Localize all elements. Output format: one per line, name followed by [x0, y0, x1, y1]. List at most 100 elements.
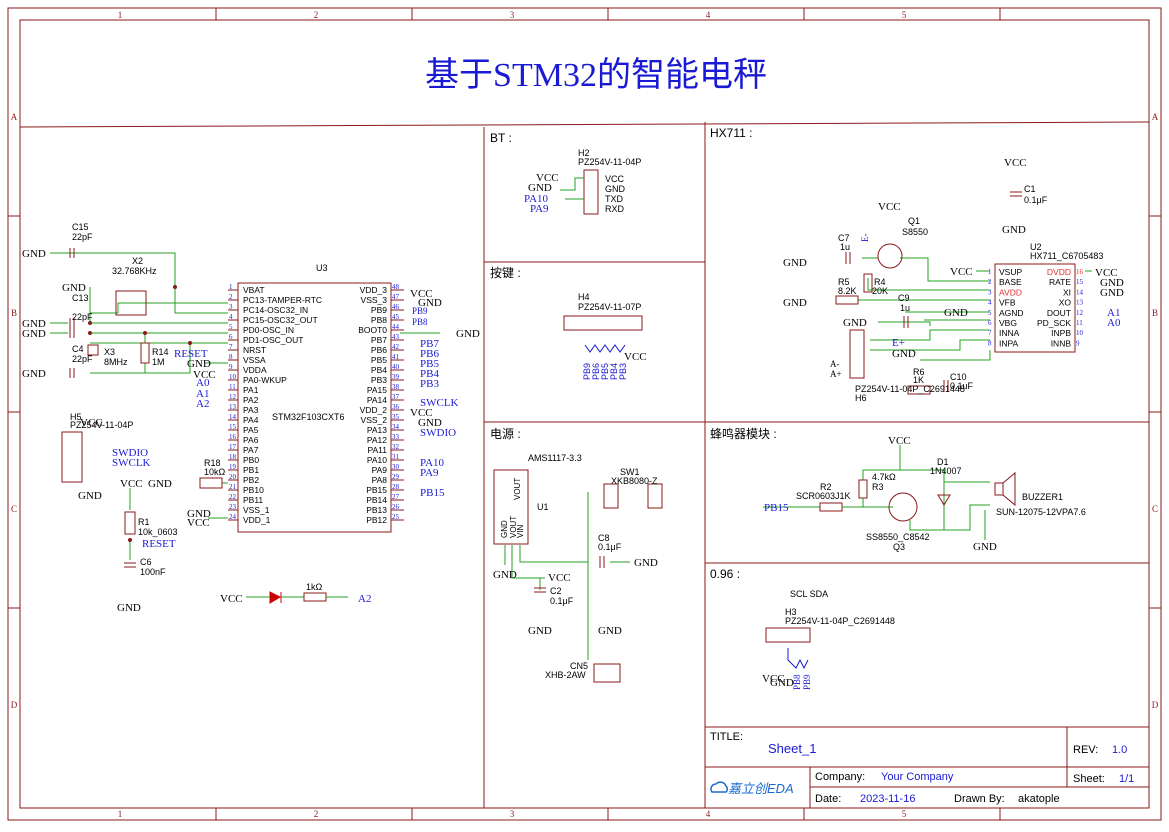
net-vcc: VCC [762, 673, 785, 685]
col-label: 5 [902, 10, 907, 20]
h3-ref: H3 [785, 607, 797, 617]
col-label: 4 [706, 809, 711, 819]
mcu-pin-name: VDDA [243, 365, 267, 375]
mcu-pin-name: PB9 [371, 305, 387, 315]
net-gnd: GND [187, 508, 211, 520]
title-label: TITLE: [710, 731, 743, 743]
col-label: 3 [510, 809, 515, 819]
net-vcc: VCC [1004, 157, 1027, 169]
net-a2: A2 [196, 398, 209, 410]
net-pa10: PA10 [524, 193, 549, 205]
net-gnd: GND [783, 297, 807, 309]
hx711-pin-name: DOUT [1047, 308, 1071, 318]
row-label: C [11, 504, 17, 514]
net-a1: A1 [196, 388, 209, 400]
net-vcc: VCC [220, 593, 243, 605]
mcu-pin-name: VDD_2 [360, 405, 388, 415]
hx711-pin-number: 12 [1076, 309, 1084, 317]
net-pb5: PB5 [600, 363, 610, 380]
mcu-pin-number: 24 [229, 513, 237, 521]
row-label: B [11, 308, 17, 318]
net-swclk: SWCLK [112, 457, 151, 469]
mcu-right-pins: 48VDD_347VSS_346PB945PB844BOOT043PB742PB… [358, 283, 404, 525]
hx711-pin-number: 15 [1076, 278, 1084, 286]
net-gnd: GND [148, 478, 172, 490]
section-dividers [19, 121, 1150, 808]
hx711-labels: C1 0.1μF Q1 S8550 C7 1u R5 8.2K R4 20K C… [838, 184, 1048, 403]
hx711-pin-number: 1 [988, 268, 992, 276]
c7-ref: C7 [838, 233, 850, 243]
frame-labels: 1 2 3 4 5 1 2 3 4 5 A B C D A B C D [11, 10, 1159, 819]
net-pb8: PB8 [412, 317, 428, 327]
u1-pin: VOUT [513, 478, 522, 500]
hx711-pin-name: INNB [1051, 338, 1072, 348]
hx711-wires [858, 257, 1092, 361]
mcu-pin-name: PA2 [243, 395, 259, 405]
mcu-pin-number: 37 [392, 393, 400, 401]
drawn-value: akatople [1018, 793, 1060, 805]
mcu-pin-name: PB4 [371, 365, 387, 375]
net-gnd: GND [22, 368, 46, 380]
mcu-pin-number: 36 [392, 403, 400, 411]
hx711-pin-number: 14 [1076, 288, 1084, 296]
net-pb9: PB9 [802, 674, 812, 690]
mcu-pin-number: 12 [229, 393, 237, 401]
mcu-pin-number: 9 [229, 363, 233, 371]
r18-ref: R18 [204, 458, 221, 468]
net-vcc: VCC [888, 435, 911, 447]
led-resistor-value: 1kΩ [306, 582, 323, 592]
title-block-text: TITLE: Sheet_1 REV: 1.0 Company: Your Co… [710, 731, 1134, 805]
mcu-pin-name: VDD_3 [360, 285, 388, 295]
hx711-pin-number: 7 [988, 329, 992, 337]
mcu-pin-name: PB7 [371, 335, 387, 345]
power-u1: AMS1117-3.3 U1 GND VOUT VIN VOUT C8 0.1μ… [493, 453, 658, 660]
hx711-pin-number: 5 [988, 309, 992, 317]
mcu-pin-number: 26 [392, 503, 400, 511]
mcu-pin-number: 38 [392, 383, 400, 391]
r4-value: 20K [872, 286, 888, 296]
net-gnd: GND [418, 417, 442, 429]
mcu-pin-number: 30 [392, 463, 400, 471]
cn5-value: XHB-2AW [545, 670, 586, 680]
hx711-pin-number: 6 [988, 319, 992, 327]
u1-ref: U1 [537, 502, 549, 512]
net-gnd: GND [598, 625, 622, 637]
c1-value: 0.1μF [1024, 195, 1048, 205]
mcu-pin-name: VSSA [243, 355, 266, 365]
d1-ref: D1 [937, 457, 949, 467]
mcu-pin-name: PB6 [371, 345, 387, 355]
mcu-pin-number: 31 [392, 453, 400, 461]
mcu-pin-name: PA15 [367, 385, 387, 395]
h4-value: PZ254V-11-07P [578, 302, 641, 312]
mcu-pin-number: 23 [229, 503, 237, 511]
col-label: 1 [118, 809, 123, 819]
hx711-pin-name: VFB [999, 298, 1016, 308]
col-label: 1 [118, 10, 123, 20]
u1-value: AMS1117-3.3 [528, 453, 582, 463]
net-gnd: GND [22, 318, 46, 330]
net-gnd: GND [944, 307, 968, 319]
r3-ref: R3 [872, 482, 884, 492]
mcu-pin-name: PC14-OSC32_IN [243, 305, 308, 315]
r14-ref: R14 [152, 347, 169, 357]
oled-header-h3: SCL SDA H3 PZ254V-11-04P_C2691448 VCC GN… [762, 589, 895, 690]
section-title-power: 电源 : [490, 427, 521, 441]
mcu-pin-number: 15 [229, 423, 237, 431]
mcu-pin-name: PA0-WKUP [243, 375, 287, 385]
net-gnd: GND [418, 297, 442, 309]
mcu-pin-number: 39 [392, 373, 400, 381]
hx711-pin-name: XO [1059, 298, 1072, 308]
title-value: Sheet_1 [768, 741, 816, 756]
h5-value: PZ254V-11-04P [70, 420, 133, 430]
mcu-pin-name: PA13 [367, 425, 387, 435]
mcu-pin-number: 4 [229, 313, 233, 321]
r4-ref: R4 [874, 277, 886, 287]
net-gnd: GND [22, 248, 46, 260]
mcu-pin-number: 27 [392, 493, 400, 501]
mcu-pin-number: 1 [229, 283, 233, 291]
r6-value: 1K [913, 375, 924, 385]
mcu-pin-number: 35 [392, 413, 400, 421]
net-e-minus: E- [860, 234, 870, 243]
c2-ref: C2 [550, 586, 562, 596]
mcu-pin-name: PB2 [243, 475, 259, 485]
